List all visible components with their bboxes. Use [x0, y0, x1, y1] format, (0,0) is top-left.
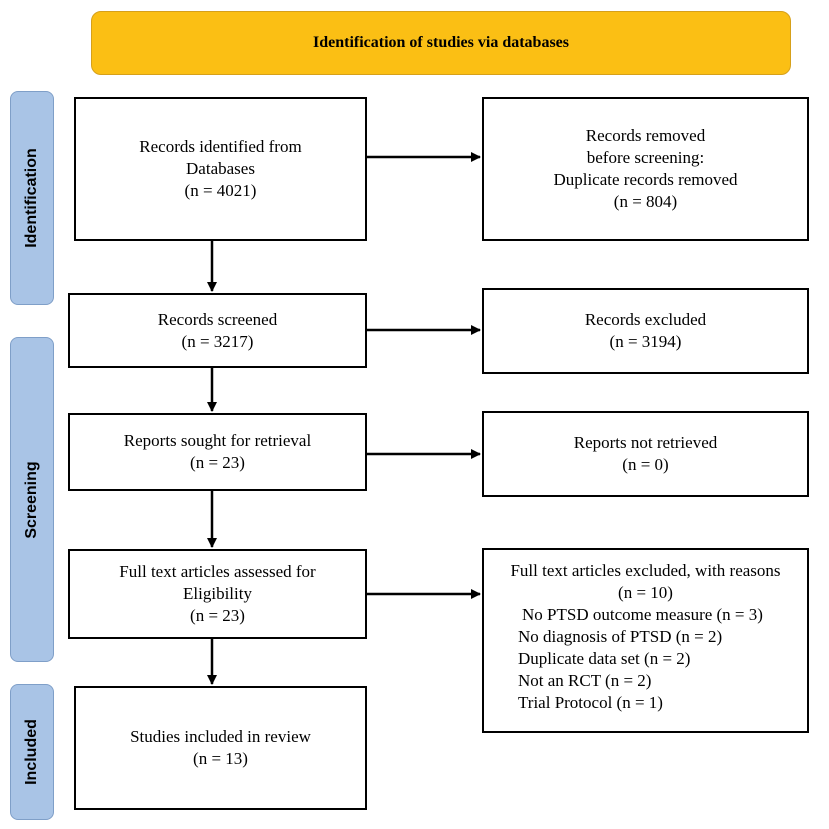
records-screened-box: Records screened (n = 3217): [68, 293, 367, 368]
records-excluded-line-2: (n = 3194): [609, 332, 682, 351]
records-excluded-box: Records excluded (n = 3194): [482, 288, 809, 374]
reports-not-retrieved-line-2: (n = 0): [622, 455, 669, 474]
records-identified-line-3: (n = 4021): [184, 181, 257, 200]
records-identified-line-2: Databases: [186, 159, 255, 178]
exclusion-reason: Duplicate data set (n = 2): [518, 649, 691, 668]
records-removed-box: Records removed before screening: Duplic…: [482, 97, 809, 241]
studies-included-box: Studies included in review (n = 13): [74, 686, 367, 810]
records-removed-line-3: Duplicate records removed: [553, 170, 738, 189]
phase-included: Included: [10, 684, 54, 820]
records-removed-line-2: before screening:: [586, 148, 705, 167]
exclusion-reason: Not an RCT (n = 2): [518, 671, 652, 690]
full-text-excluded-box: Full text articles excluded, with reason…: [482, 548, 809, 733]
records-identified-line-1: Records identified from: [139, 137, 302, 156]
reports-not-retrieved-line-1: Reports not retrieved: [573, 433, 718, 452]
title-banner: Identification of studies via databases: [91, 11, 791, 75]
full-text-assessed-line-2: Eligibility: [183, 584, 252, 603]
exclusion-reason: No PTSD outcome measure (n = 3): [522, 605, 763, 624]
records-removed-line-1: Records removed: [585, 126, 706, 145]
reports-sought-box: Reports sought for retrieval (n = 23): [68, 413, 367, 491]
studies-included-line-1: Studies included in review: [130, 727, 311, 746]
full-text-assessed-box: Full text articles assessed for Eligibil…: [68, 549, 367, 639]
records-identified-box: Records identified from Databases (n = 4…: [74, 97, 367, 241]
reports-sought-line-2: (n = 23): [190, 453, 245, 472]
records-screened-line-2: (n = 3217): [181, 331, 254, 351]
studies-included-line-2: (n = 13): [193, 749, 248, 768]
records-excluded-line-1: Records excluded: [584, 310, 707, 329]
records-screened-line-1: Records screened: [157, 309, 278, 329]
full-text-excluded-heading: Full text articles excluded, with reason…: [510, 561, 781, 580]
exclusion-reasons-list: No PTSD outcome measure (n = 3) No diagn…: [518, 604, 763, 714]
full-text-assessed-line-3: (n = 23): [190, 606, 245, 625]
full-text-excluded-count: (n = 10): [618, 583, 673, 602]
records-removed-line-4: (n = 804): [613, 192, 678, 211]
exclusion-reason: No diagnosis of PTSD (n = 2): [518, 627, 723, 646]
diagram-title: Identification of studies via databases: [312, 34, 570, 51]
full-text-assessed-line-1: Full text articles assessed for: [119, 562, 316, 581]
phase-identification: Identification: [10, 91, 54, 305]
reports-sought-line-1: Reports sought for retrieval: [123, 431, 312, 450]
reports-not-retrieved-box: Reports not retrieved (n = 0): [482, 411, 809, 497]
phase-screening: Screening: [10, 337, 54, 662]
exclusion-reason: Trial Protocol (n = 1): [518, 693, 663, 712]
